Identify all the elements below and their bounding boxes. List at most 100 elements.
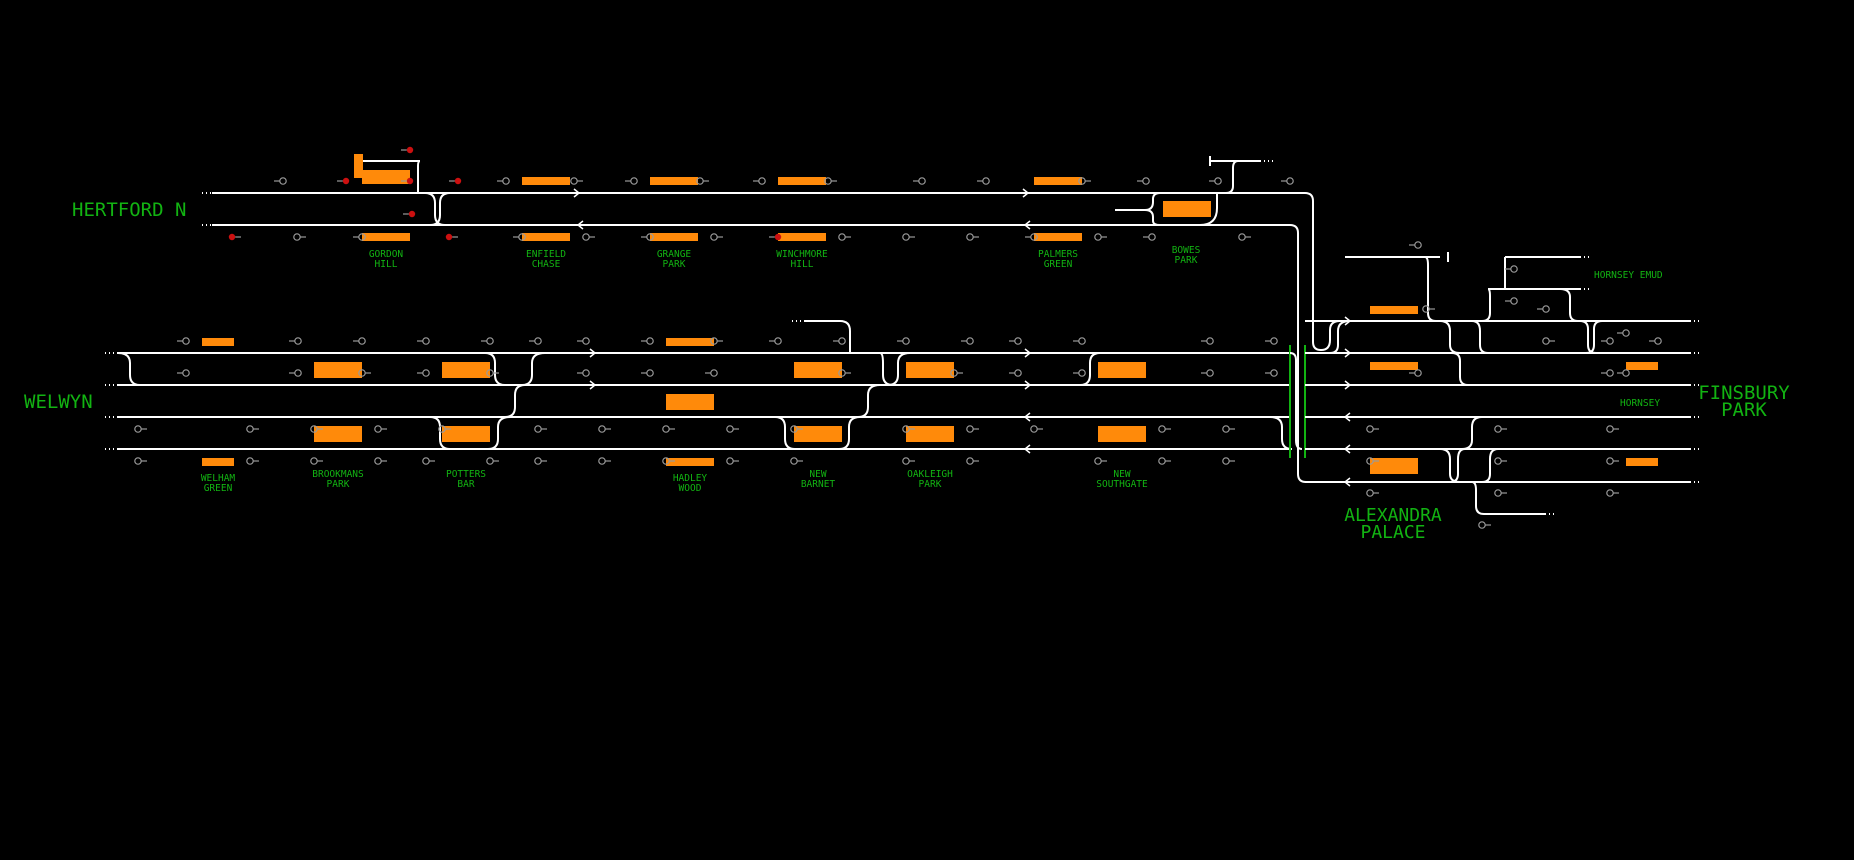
- station-new-southgate-2: SOUTHGATE: [1096, 479, 1148, 490]
- station-new-barnet-2: BARNET: [801, 479, 836, 490]
- signal-head: [1214, 177, 1222, 185]
- area-label-finsbury-line2: PARK: [1721, 399, 1767, 421]
- signal-head: [486, 337, 494, 345]
- station-bowes-park-1: BOWES: [1172, 245, 1201, 256]
- signal-head: [422, 457, 430, 465]
- signal-head: [646, 337, 654, 345]
- signal-head: [406, 146, 414, 154]
- signal-head: [1494, 425, 1502, 433]
- signal-head: [966, 233, 974, 241]
- station-enfield-chase-1: ENFIELD: [526, 249, 566, 260]
- station-welham-green-1: WELHAM: [201, 473, 236, 484]
- signal-head: [966, 457, 974, 465]
- area-label-finsbury-line1: FINSBURY: [1698, 382, 1790, 404]
- station-potters-bar-1: POTTERS: [446, 469, 486, 480]
- signal-head: [726, 457, 734, 465]
- signal-head: [293, 233, 301, 241]
- signal-head: [902, 233, 910, 241]
- signal-head: [1222, 457, 1230, 465]
- signal-head: [228, 233, 236, 241]
- signal-head: [790, 457, 798, 465]
- signal-head: [294, 337, 302, 345]
- signal-head: [1494, 489, 1502, 497]
- signal-head: [134, 425, 142, 433]
- area-label-welwyn: WELWYN: [24, 391, 93, 413]
- signal-head: [774, 337, 782, 345]
- signal-head: [422, 369, 430, 377]
- signal-head: [246, 425, 254, 433]
- station-grange-park-1: GRANGE: [657, 249, 692, 260]
- area-label-hornsey-emud: HORNSEY EMUD: [1594, 270, 1663, 281]
- signal-head: [310, 425, 318, 433]
- signal-head: [774, 233, 782, 241]
- station-palmers-green-1: PALMERS: [1038, 249, 1078, 260]
- signal-head: [710, 233, 718, 241]
- signal-head: [630, 177, 638, 185]
- signal-head: [502, 177, 510, 185]
- signal-head: [486, 457, 494, 465]
- area-label-hornsey: HORNSEY: [1620, 398, 1660, 409]
- signal-head: [838, 233, 846, 241]
- platforms: [202, 154, 1658, 474]
- signal-head: [1654, 337, 1662, 345]
- station-winchmore-hill-1: WINCHMORE: [776, 249, 828, 260]
- signal-head: [1542, 337, 1550, 345]
- signal-head: [342, 177, 350, 185]
- signal-head: [454, 177, 462, 185]
- signal-head: [582, 369, 590, 377]
- signal-head: [966, 337, 974, 345]
- signal-head: [1510, 297, 1518, 305]
- signal-head: [662, 425, 670, 433]
- signal-head: [406, 177, 414, 185]
- signal-head: [1606, 489, 1614, 497]
- signal-head: [902, 457, 910, 465]
- station-hadley-wood-1: HADLEY: [673, 473, 708, 484]
- signal-head: [1366, 425, 1374, 433]
- signal-head: [438, 425, 446, 433]
- station-winchmore-hill-2: HILL: [791, 259, 814, 270]
- signal-head: [598, 457, 606, 465]
- station-welham-green-2: GREEN: [204, 483, 233, 494]
- signal-head: [838, 337, 846, 345]
- signal-head: [1366, 489, 1374, 497]
- station-oakleigh-park-2: PARK: [919, 479, 942, 490]
- signal-head: [358, 337, 366, 345]
- signal-head: [582, 233, 590, 241]
- signal-head: [646, 369, 654, 377]
- signal-head: [534, 457, 542, 465]
- station-oakleigh-park-1: OAKLEIGH: [907, 469, 953, 480]
- signal-head: [534, 425, 542, 433]
- signal-head: [408, 210, 416, 218]
- station-brookmans-park-2: PARK: [327, 479, 350, 490]
- station-bowes-park-2: PARK: [1175, 255, 1198, 266]
- signal-head: [726, 425, 734, 433]
- signal-head: [294, 369, 302, 377]
- signal-head: [422, 337, 430, 345]
- signal-head: [1222, 425, 1230, 433]
- signal-head: [1494, 457, 1502, 465]
- signal-head: [374, 457, 382, 465]
- signal-head: [758, 177, 766, 185]
- signal-head: [1606, 337, 1614, 345]
- signal-head: [246, 457, 254, 465]
- signal-head: [358, 369, 366, 377]
- signal-head: [1478, 521, 1486, 529]
- signal-head: [1606, 369, 1614, 377]
- signal-head: [1510, 265, 1518, 273]
- signal-head: [1014, 337, 1022, 345]
- station-new-southgate-1: NEW: [1113, 469, 1130, 480]
- signal-head: [1030, 425, 1038, 433]
- area-label-alexandra-line1: ALEXANDRA: [1344, 505, 1442, 526]
- signal-head: [1622, 329, 1630, 337]
- signal-head: [582, 337, 590, 345]
- signal-head: [1622, 369, 1630, 377]
- station-new-barnet-1: NEW: [809, 469, 826, 480]
- signal-head: [534, 337, 542, 345]
- station-grange-park-2: PARK: [663, 259, 686, 270]
- signal-head: [1094, 233, 1102, 241]
- signal-head: [1078, 337, 1086, 345]
- signals: [134, 146, 1662, 529]
- signal-head: [486, 369, 494, 377]
- signal-head: [1270, 337, 1278, 345]
